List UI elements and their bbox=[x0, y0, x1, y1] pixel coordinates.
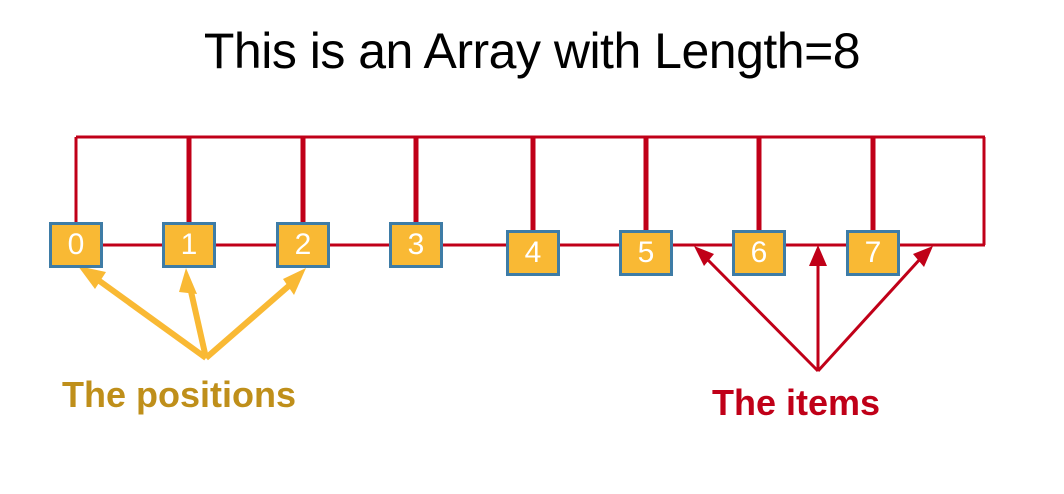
positions-arrow-to-0 bbox=[92, 274, 208, 361]
array-cell-3[interactable]: 3 bbox=[389, 222, 443, 268]
positions-arrow-to-2 bbox=[204, 281, 293, 361]
array-cell-1[interactable]: 1 bbox=[162, 222, 216, 268]
items-arrowhead-slot-5-6 bbox=[694, 246, 714, 266]
items-arrow-to-slot-7-end bbox=[816, 256, 923, 373]
array-structure-lines bbox=[74, 135, 986, 245]
positions-arrowhead-0 bbox=[78, 266, 106, 289]
array-cell-4[interactable]: 4 bbox=[506, 230, 560, 276]
page-title: This is an Array with Length=8 bbox=[203, 23, 861, 79]
positions-arrowhead-1 bbox=[179, 268, 197, 294]
positions-label: The positions bbox=[62, 374, 296, 415]
array-cell-2[interactable]: 2 bbox=[276, 222, 330, 268]
array-cell-5[interactable]: 5 bbox=[619, 230, 673, 276]
array-cell-0[interactable]: 0 bbox=[49, 222, 103, 268]
positions-arrow-to-1 bbox=[187, 286, 209, 359]
items-arrow-group bbox=[694, 245, 933, 373]
positions-arrow-group bbox=[78, 266, 306, 361]
items-arrowhead-slot-6-7 bbox=[809, 245, 827, 266]
array-cell-6[interactable]: 6 bbox=[732, 230, 786, 276]
array-cell-7[interactable]: 7 bbox=[846, 230, 900, 276]
items-arrow-to-slot-5-6 bbox=[703, 255, 820, 373]
items-label: The items bbox=[712, 382, 881, 423]
positions-arrowhead-2 bbox=[283, 268, 306, 295]
items-arrowhead-slot-7-end bbox=[913, 246, 933, 267]
